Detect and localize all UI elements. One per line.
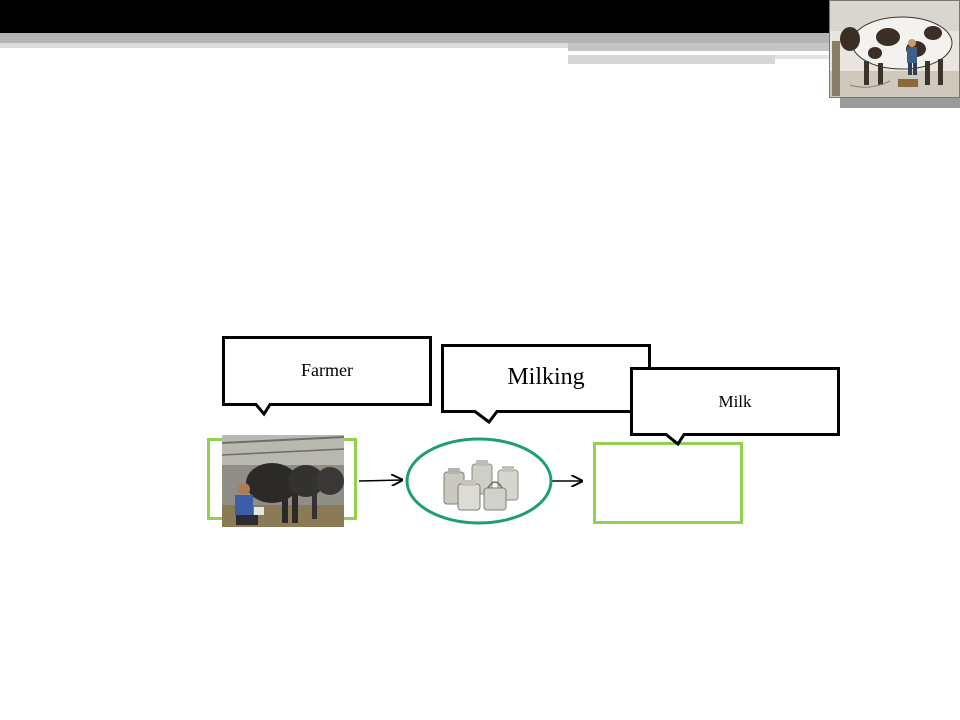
header-bar-black	[0, 0, 830, 33]
header-bar-grey-right	[568, 43, 830, 51]
milking-ellipse	[405, 437, 553, 525]
milk-box	[593, 442, 743, 524]
arrow-farmer-to-milking	[358, 480, 402, 481]
callout-milk: Milk	[630, 367, 840, 447]
callout-milk-label: Milk	[718, 392, 752, 411]
header-bar-grey-lower	[568, 55, 775, 64]
farmer-milking-buffalo-photo	[222, 435, 344, 527]
callout-milking-label: Milking	[507, 364, 585, 390]
header-bar-grey	[0, 33, 830, 43]
milk-cans-icon	[443, 460, 519, 511]
callout-farmer-label: Farmer	[301, 360, 353, 380]
callout-milking: Milking	[441, 344, 651, 426]
header-bar-grey-thin	[775, 55, 830, 59]
header-bar-grey-light	[0, 43, 568, 48]
callout-farmer: Farmer	[222, 336, 432, 417]
